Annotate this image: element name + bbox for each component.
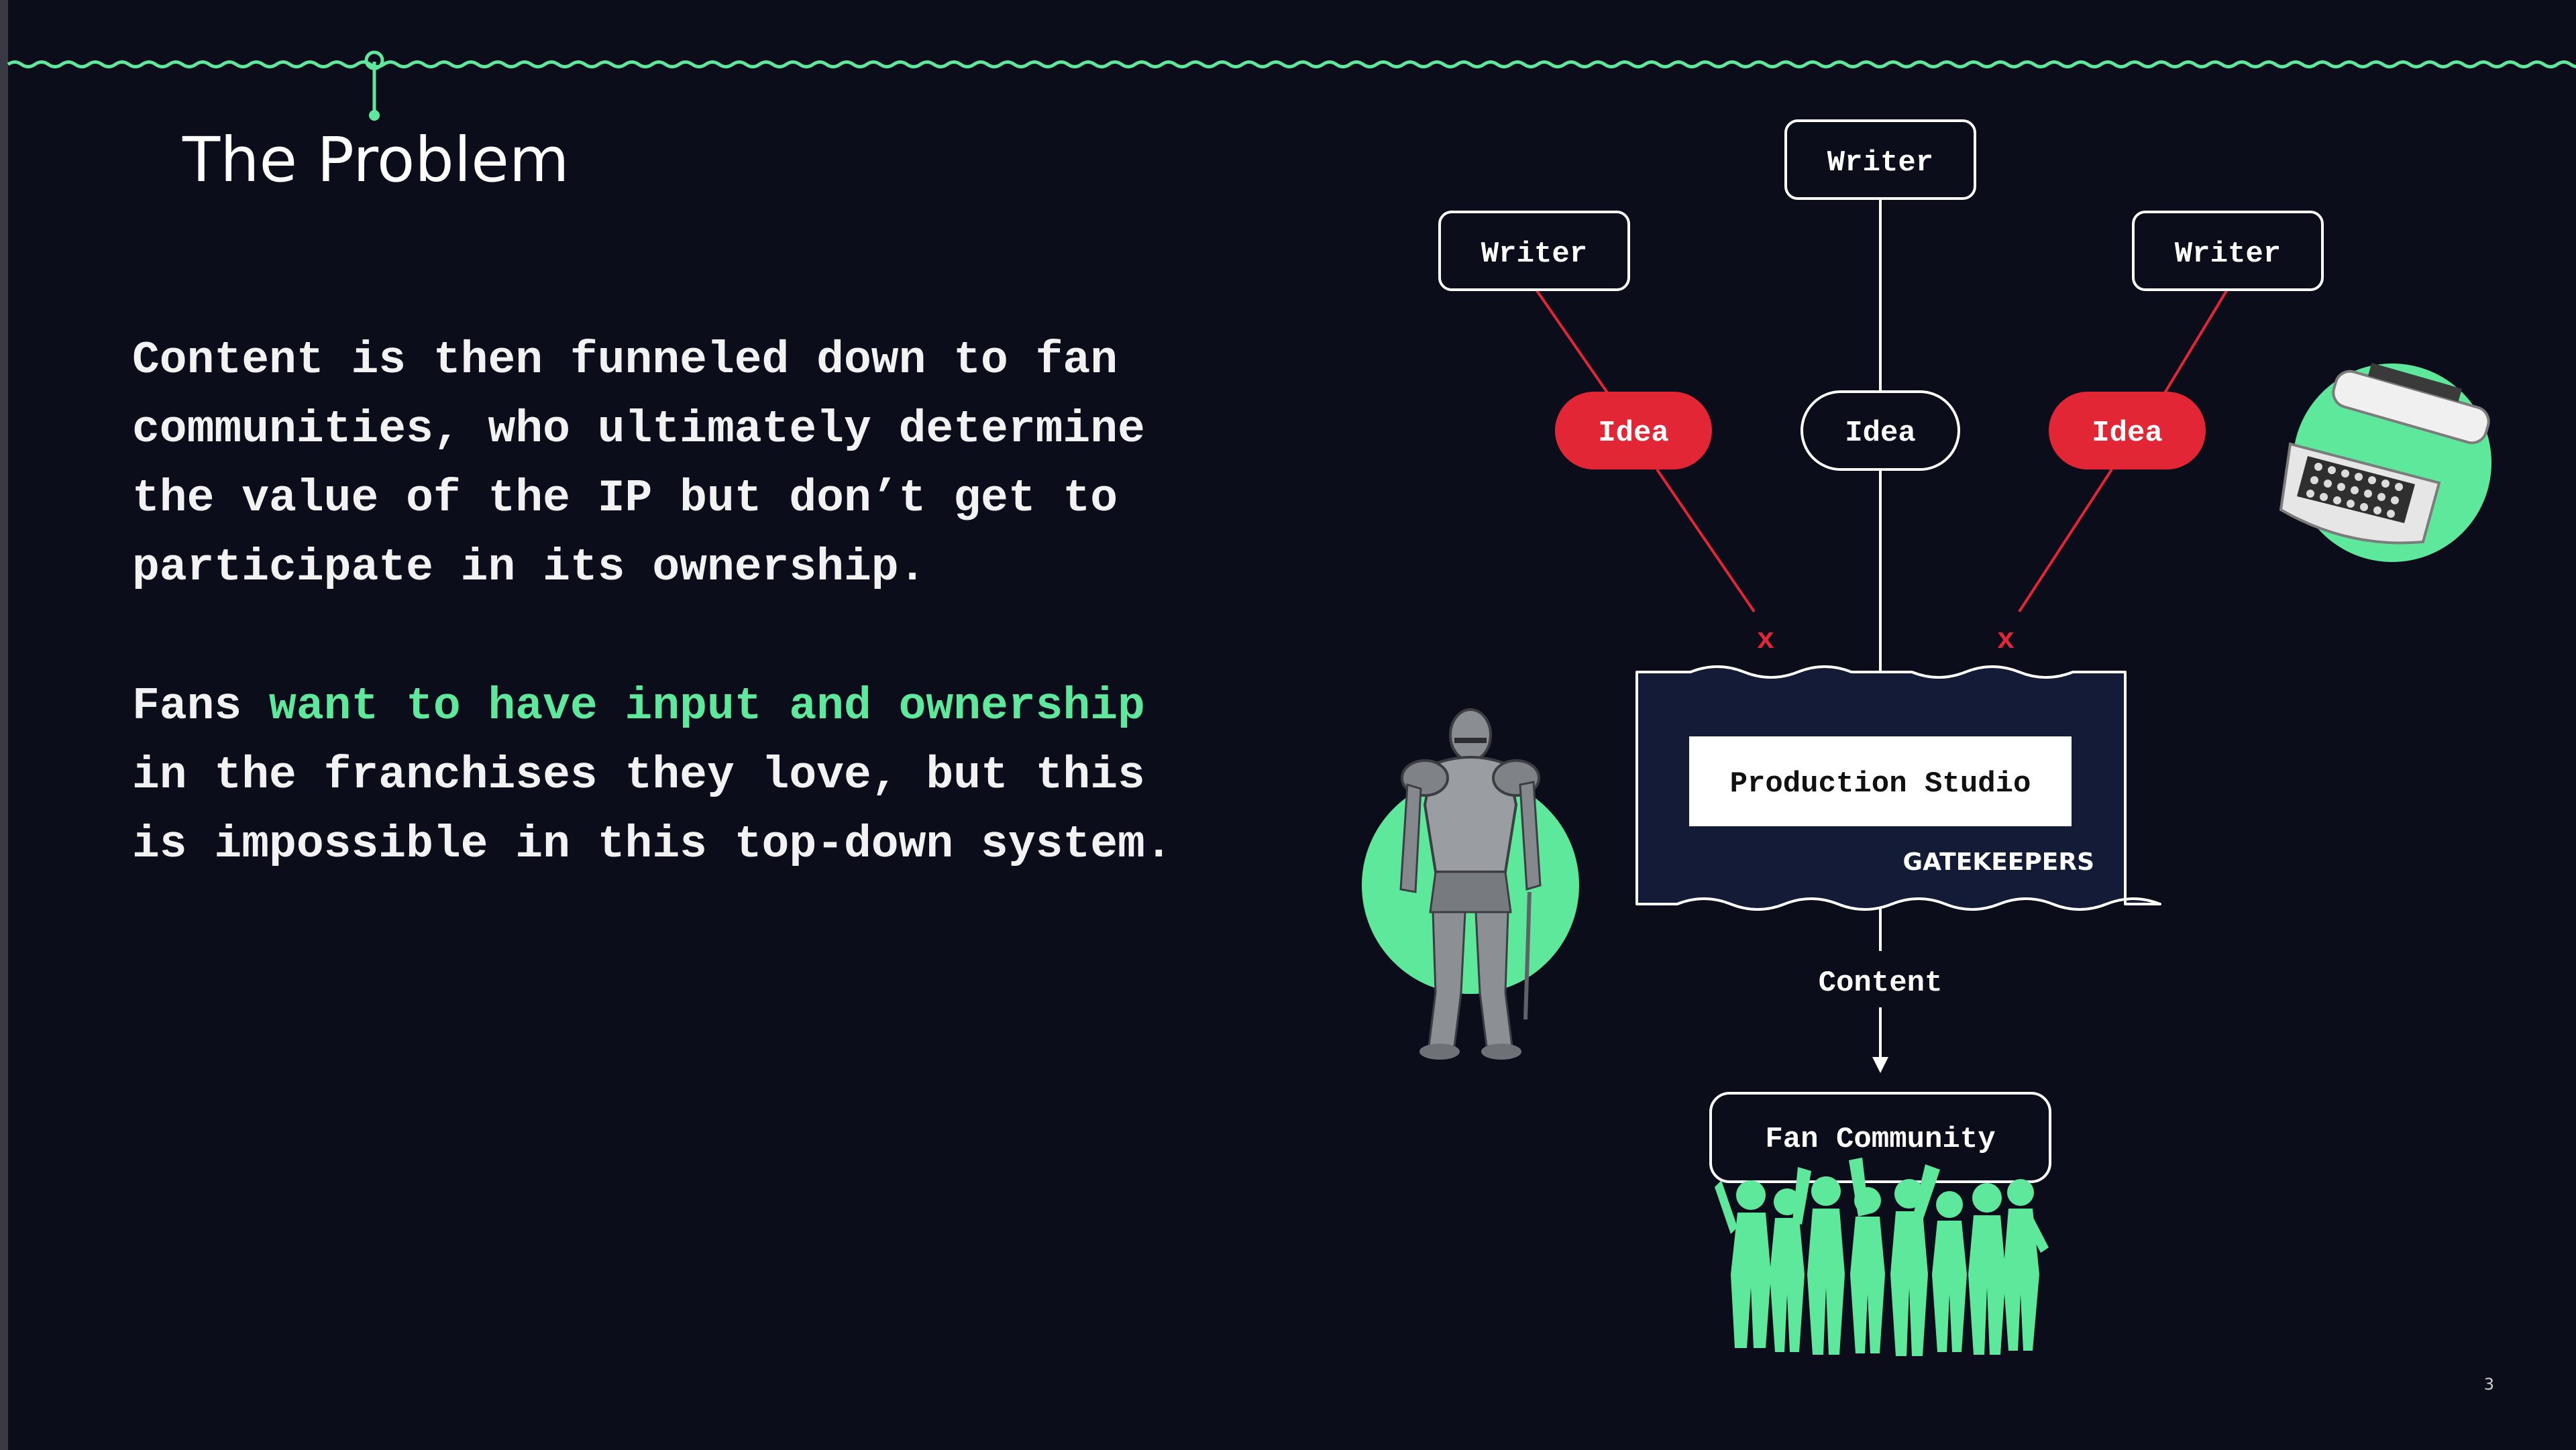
paragraph-2-prefix: Fans	[132, 681, 270, 732]
connectors	[1535, 199, 2229, 1073]
idea-label-center: Idea	[1845, 416, 1916, 450]
idea-label-left: Idea	[1598, 416, 1669, 450]
body-paragraph-1: Content is then funneled down to fan com…	[132, 335, 1145, 594]
idea-label-right: Idea	[2092, 416, 2163, 450]
content-flow-label: Content	[1819, 966, 1943, 1000]
typewriter-icon	[2279, 363, 2491, 562]
fan-community-label: Fan Community	[1765, 1123, 1995, 1156]
knight-armor-icon	[1362, 708, 1579, 1060]
idea-node-right-rejected: Idea	[2049, 392, 2206, 469]
writer-label-right: Writer	[2175, 237, 2281, 271]
writer-node-top: Writer	[1784, 119, 1976, 200]
reject-mark-left: x	[1757, 624, 1774, 657]
connector-writer-left-idea	[1535, 288, 1613, 400]
connector-idea-right-reject	[2018, 468, 2113, 613]
production-studio-label: Production Studio	[1730, 767, 2031, 801]
reject-mark-right: x	[1997, 624, 2015, 657]
paragraph-2-suffix: in the franchises they love, but this is…	[132, 750, 1173, 871]
connector-idea-left-reject	[1656, 468, 1756, 613]
crowd-silhouette-icon	[1715, 1158, 2049, 1356]
production-studio-node: Production Studio	[1689, 736, 2072, 826]
fan-community-node: Fan Community	[1709, 1092, 2051, 1183]
page-title: The Problem	[182, 124, 570, 196]
page-number: 3	[2483, 1375, 2494, 1394]
writer-label-top: Writer	[1827, 146, 1933, 180]
slide-edge	[0, 0, 8, 1450]
paragraph-2-highlight: want to have input and ownership	[269, 681, 1145, 732]
idea-node-center-accepted: Idea	[1801, 390, 1960, 471]
wavy-divider	[7, 50, 2576, 121]
idea-node-left-rejected: Idea	[1555, 392, 1712, 469]
body-paragraph-2: Fans want to have input and ownership in…	[132, 672, 1273, 879]
connector-writer-right-idea	[2160, 288, 2229, 400]
gatekeepers-label: GATEKEEPERS	[1903, 848, 2094, 876]
writer-node-right: Writer	[2132, 211, 2324, 291]
writer-label-left: Writer	[1481, 237, 1587, 271]
writer-node-left: Writer	[1438, 211, 1630, 291]
